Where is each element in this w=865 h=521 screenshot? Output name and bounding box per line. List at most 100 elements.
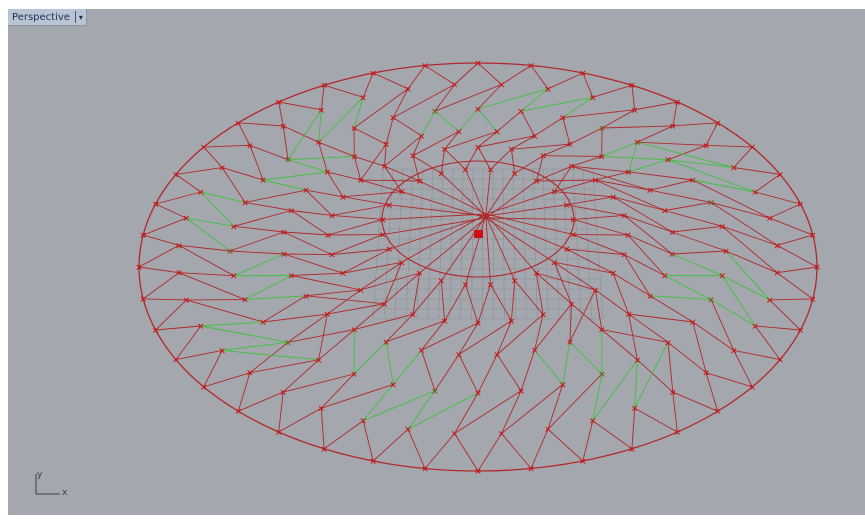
control-point: ×: [664, 338, 672, 348]
truss-segment: [542, 168, 549, 320]
control-point: ×: [369, 457, 377, 467]
truss-segment: [595, 171, 629, 181]
control-point: ×: [646, 292, 654, 302]
control-point: ×: [773, 269, 781, 279]
tab-separator: [74, 11, 76, 23]
truss-segment: [612, 196, 665, 211]
control-point: ×: [689, 318, 697, 328]
truss-segment: [360, 261, 403, 291]
control-point: ×: [381, 300, 389, 310]
truss-segment: [637, 359, 674, 393]
truss-segment: [628, 171, 693, 181]
truss-segment: [407, 390, 436, 430]
truss-segment: [372, 428, 409, 462]
truss-segment: [664, 275, 712, 300]
truss-segment: [178, 244, 231, 252]
control-point: ×: [421, 465, 429, 475]
control-point: ×: [302, 186, 310, 196]
truss-segment: [543, 155, 602, 157]
control-point: ×: [566, 338, 574, 348]
viewport-tab[interactable]: Perspective ▾: [8, 9, 87, 26]
truss-segment: [582, 168, 593, 320]
control-point: ×: [197, 322, 205, 332]
truss-segment: [628, 313, 693, 323]
control-point: ×: [172, 356, 180, 366]
truss-segment: [407, 392, 479, 430]
perspective-viewport[interactable]: Perspective ▾ × × × × × × × × × × × × × × × × × × × × × × × × × ×…: [8, 9, 865, 515]
truss-segment: [244, 201, 292, 211]
control-point: ×: [441, 317, 449, 327]
control-point: ×: [661, 272, 669, 282]
truss-segment: [465, 284, 479, 324]
control-point: ×: [230, 272, 238, 282]
truss-segment: [627, 234, 673, 255]
truss-segment: [592, 84, 633, 98]
truss-segment: [725, 250, 778, 274]
control-point: ×: [418, 346, 426, 356]
truss-segment: [562, 117, 571, 145]
truss-segment: [287, 109, 322, 160]
truss-segment: [363, 390, 436, 422]
truss-segment: [327, 218, 383, 236]
control-point: ×: [531, 132, 539, 142]
truss-segment: [389, 215, 487, 250]
control-point: ×: [474, 105, 482, 115]
control-point: ×: [569, 215, 577, 225]
control-point: ×: [474, 59, 482, 69]
truss-segment: [229, 231, 285, 252]
control-point: ×: [381, 162, 389, 172]
viewport-title: Perspective: [12, 11, 70, 23]
truss-segment: [407, 65, 426, 90]
truss-segment: [421, 322, 479, 351]
truss-segment: [407, 429, 426, 469]
truss-segment: [754, 174, 781, 193]
control-point: ×: [315, 356, 323, 366]
control-point: ×: [718, 272, 726, 282]
control-point: ×: [730, 346, 738, 356]
control-point: ×: [451, 81, 459, 91]
control-point: ×: [592, 286, 600, 296]
truss-segment: [637, 141, 707, 146]
truss-segment: [385, 117, 394, 145]
truss-segment: [623, 215, 673, 255]
truss-segment: [203, 350, 223, 388]
truss-segment: [769, 299, 801, 331]
truss-segment: [627, 234, 665, 276]
truss-segment: [318, 141, 355, 157]
control-point: ×: [218, 164, 226, 174]
truss-segment: [327, 289, 361, 315]
control-point: ×: [421, 62, 429, 72]
truss-segment: [283, 231, 332, 256]
truss-segment: [175, 349, 223, 361]
truss-segment: [542, 143, 571, 157]
truss-segment: [389, 204, 487, 217]
truss-segment: [755, 191, 801, 205]
control-point: ×: [634, 138, 642, 148]
truss-segment: [222, 167, 264, 181]
truss-segment: [667, 341, 707, 374]
truss-segment: [416, 168, 424, 320]
control-point: ×: [462, 166, 470, 176]
truss-segment: [238, 391, 284, 412]
truss-segment: [612, 273, 630, 315]
truss-segment: [592, 373, 603, 421]
truss-segment: [634, 101, 678, 111]
truss-segment: [434, 84, 455, 112]
control-point: ×: [809, 295, 817, 305]
truss-segment: [360, 179, 420, 182]
truss-segment: [200, 191, 246, 203]
control-point: ×: [324, 168, 332, 178]
truss-segment: [278, 101, 322, 111]
truss-segment: [706, 144, 753, 148]
control-point: ×: [259, 176, 267, 186]
truss-segment: [502, 168, 505, 320]
chevron-down-icon[interactable]: ▾: [78, 12, 83, 22]
truss-segment: [362, 420, 374, 462]
control-point: ×: [320, 445, 328, 455]
truss-segment: [449, 168, 454, 320]
truss-segment: [222, 349, 319, 361]
truss-segment: [222, 341, 289, 351]
truss-segment: [278, 101, 284, 126]
control-point: ×: [357, 286, 365, 296]
control-point: ×: [620, 211, 628, 221]
